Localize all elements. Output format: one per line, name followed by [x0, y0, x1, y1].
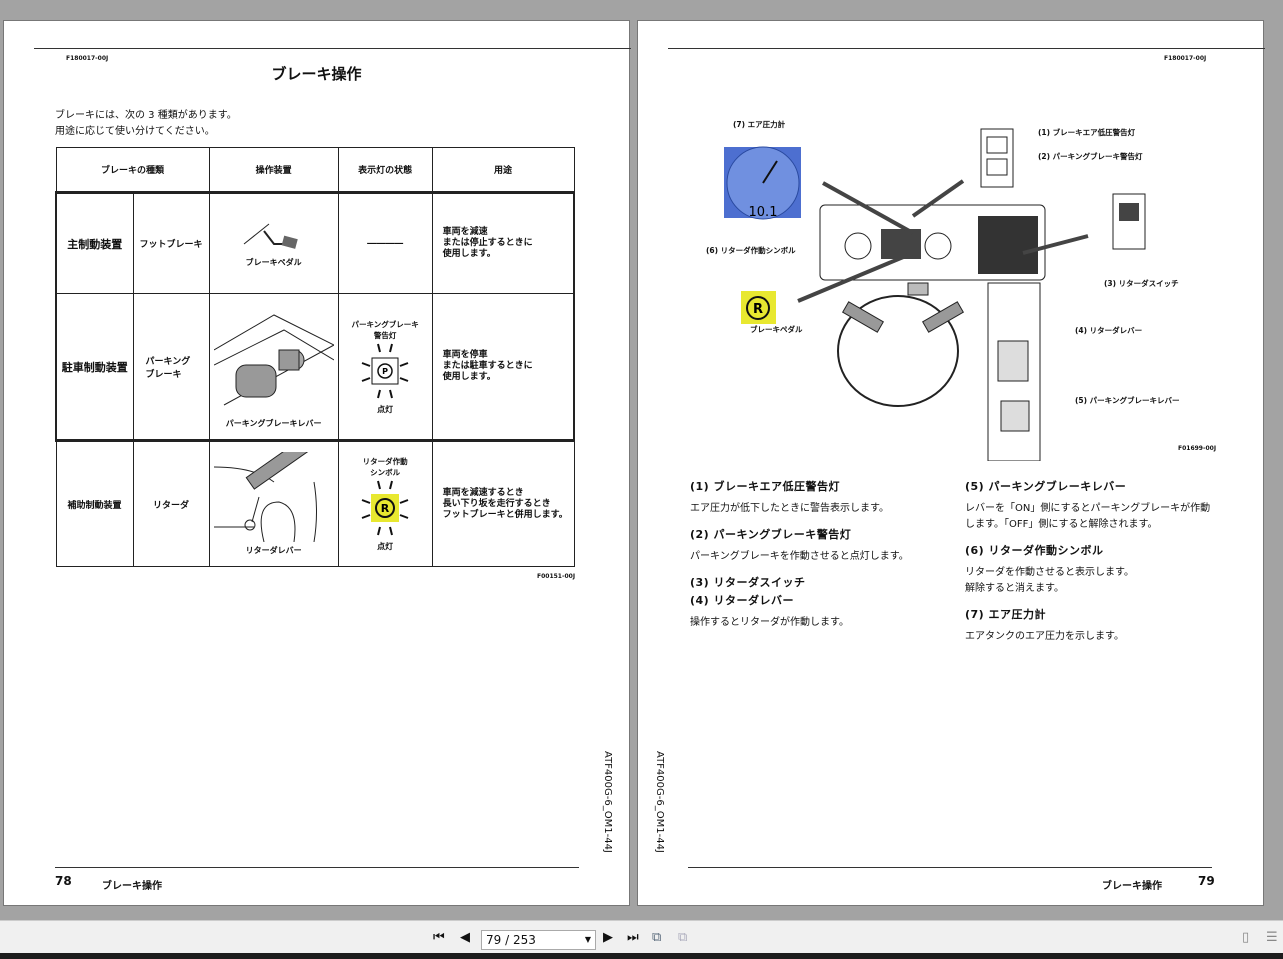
brake-table: ブレーキの種類操作装置表示灯の状態用途 主制動装置フットブレーキ ブレーキペダル…: [55, 147, 575, 567]
svg-text:10.1: 10.1: [749, 205, 778, 220]
parking-warning-icon: P: [361, 343, 409, 398]
description-right: (5) パーキングブレーキレバーレバーを「ON」側にするとパーキングブレーキが作…: [965, 480, 1211, 642]
doc-side-code: ATF400G-6_OM1-44J: [654, 751, 665, 853]
table-row: 主制動装置フットブレーキ ブレーキペダル ―――― 車両を減速または停止するとき…: [55, 192, 575, 294]
page-number: 78: [55, 874, 72, 888]
page-footer: ブレーキ操作: [102, 881, 162, 892]
doc-side-code: ATF400G-6_OM1-44J: [602, 751, 613, 853]
svg-text:P: P: [382, 367, 388, 376]
single-page-view-icon[interactable]: ▯: [1242, 930, 1250, 945]
back-view-icon[interactable]: ⧉: [652, 930, 662, 945]
intro: ブレーキには、次の 3 種類があります。用途に応じて使い分けてください。: [55, 110, 237, 137]
viewer-toolbar: ⏮ ◀ 79 / 253▼ ▶ ⏭ ⧉ ⧉ ▯ ☰: [0, 920, 1283, 953]
left-page: F180017-00J ブレーキ操作 ブレーキには、次の 3 種類があります。用…: [3, 20, 631, 906]
page-select[interactable]: 79 / 253▼: [481, 930, 596, 950]
figure-code: F01699-00J: [1178, 445, 1217, 452]
doc-code: F180017-00J: [1164, 55, 1207, 62]
next-page-button[interactable]: ▶: [603, 930, 613, 945]
taskbar-strip: [0, 953, 1283, 959]
table-row: 補助制動装置リターダ リターダレバー リターダ作動 シンボル R 点灯 車両を減…: [55, 436, 575, 567]
doc-code: F180017-00J: [66, 55, 109, 62]
chevron-down-icon: ▼: [584, 935, 591, 944]
prev-page-button[interactable]: ◀: [460, 930, 470, 945]
forward-view-icon[interactable]: ⧉: [678, 930, 688, 945]
table-row: 駐車制動装置パーキング ブレーキ パーキングブレーキレバー パーキングブレーキ …: [55, 293, 575, 441]
retarder-lever-illustration: [213, 436, 317, 543]
description-left: (1) ブレーキエア低圧警告灯エア圧力が低下したときに警告表示します。 (2) …: [690, 480, 909, 628]
page-number: 79: [1198, 874, 1215, 888]
brake-pedal-illustration: [243, 223, 298, 249]
parking-lever-illustration: [213, 313, 334, 405]
first-page-button[interactable]: ⏮: [433, 930, 445, 945]
right-page: F180017-00J 10.1 R (7) エア圧力計 (1) ブレーキエア低…: [637, 20, 1265, 906]
page-title: ブレーキ操作: [271, 65, 362, 83]
continuous-view-icon[interactable]: ☰: [1266, 930, 1278, 945]
svg-text:R: R: [381, 502, 390, 515]
svg-text:R: R: [753, 302, 763, 317]
retarder-symbol-icon: R: [361, 480, 409, 536]
page-footer: ブレーキ操作: [1102, 881, 1162, 892]
cockpit-diagram: 10.1 R: [724, 128, 1146, 461]
figure-code: F00151-00J: [537, 573, 576, 580]
last-page-button[interactable]: ⏭: [627, 930, 639, 945]
